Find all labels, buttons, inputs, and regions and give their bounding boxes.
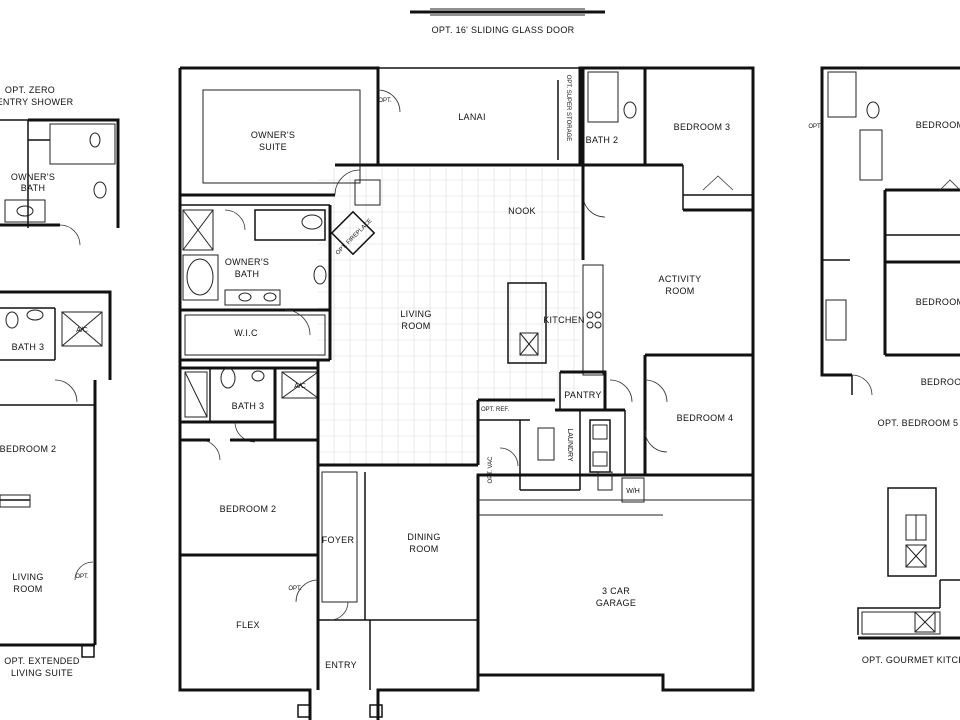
entry-label: ENTRY bbox=[325, 660, 357, 670]
opt-super-storage-label: OPT. SUPER STORAGE bbox=[565, 75, 571, 142]
bedroom3-label: BEDROOM 3 bbox=[674, 122, 731, 132]
opt-extended-living-suite bbox=[0, 290, 112, 658]
owners-bath-label-1: OWNER'S bbox=[225, 257, 269, 267]
bedroom4-label: BEDROOM 4 bbox=[677, 413, 734, 423]
opt-ref-label: OPT. REF. bbox=[481, 407, 509, 413]
right-bedroom-label-c: BEDROOM bbox=[921, 377, 960, 387]
dining-room-label-1: DINING bbox=[407, 532, 440, 542]
right-bedroom-label-a: BEDROOM bbox=[916, 120, 960, 130]
foyer-label: FOYER bbox=[322, 535, 355, 545]
left-owners-bath-label-2: BATH bbox=[21, 183, 46, 193]
opt-sliding-door-detail bbox=[410, 8, 605, 16]
lanai-label: LANAI bbox=[458, 112, 486, 122]
opt-bedroom5 bbox=[820, 66, 960, 396]
owners-suite-label-1: OWNER'S bbox=[251, 130, 295, 140]
ac-label: A/C bbox=[294, 383, 306, 390]
opt-zero-entry-shower bbox=[0, 118, 120, 246]
left-living-label-1: LIVING bbox=[12, 572, 43, 582]
left-bath3-label: BATH 3 bbox=[12, 342, 45, 352]
wh-label: W/H bbox=[626, 488, 640, 495]
owners-opt-label: OPT. bbox=[378, 98, 392, 104]
gourmet-kitchen-label: OPT. GOURMET KITCHEN bbox=[862, 655, 960, 665]
living-room-label-2: ROOM bbox=[401, 321, 430, 331]
opt-gourmet-kitchen bbox=[857, 487, 960, 640]
left-opt-label: OPT. bbox=[75, 574, 89, 580]
activity-room-label-1: ACTIVITY bbox=[659, 274, 702, 284]
right-bedroom-label-b: BEDROOM bbox=[916, 297, 960, 307]
pantry-label: PANTRY bbox=[564, 390, 601, 400]
garage-label-1: 3 CAR bbox=[602, 586, 630, 596]
tile-grid bbox=[318, 168, 580, 465]
zero-entry-label-2: ENTRY SHOWER bbox=[0, 97, 74, 107]
owners-suite-label-2: SUITE bbox=[259, 142, 287, 152]
ext-suite-label-2: LIVING SUITE bbox=[11, 668, 73, 678]
zero-entry-label-1: OPT. ZERO bbox=[5, 85, 55, 95]
right-opt-label: OPT. bbox=[808, 124, 822, 130]
sliding-door-label: OPT. 16' SLIDING GLASS DOOR bbox=[432, 25, 575, 35]
laundry-label: LAUNDRY bbox=[566, 428, 573, 462]
main-plan bbox=[178, 66, 755, 720]
living-room-label-1: LIVING bbox=[400, 309, 431, 319]
kitchen-label: KITCHEN bbox=[543, 315, 585, 325]
left-ac-label: A/C bbox=[76, 327, 88, 334]
nook-label: NOOK bbox=[508, 206, 536, 216]
flex-opt-label: OPT. bbox=[288, 586, 302, 592]
bath2-label: BATH 2 bbox=[586, 135, 619, 145]
opt-vac-label: OPT. VAC bbox=[488, 456, 494, 484]
left-bedroom2-label: BEDROOM 2 bbox=[0, 444, 56, 454]
dining-room-label-2: ROOM bbox=[409, 544, 438, 554]
bedroom2-label: BEDROOM 2 bbox=[220, 504, 277, 514]
flex-label: FLEX bbox=[236, 620, 260, 630]
activity-room-label-2: ROOM bbox=[665, 286, 694, 296]
wic-label: W.I.C bbox=[234, 328, 258, 338]
left-owners-bath-label-1: OWNER'S bbox=[11, 172, 55, 182]
ext-suite-label-1: OPT. EXTENDED bbox=[4, 656, 80, 666]
left-living-label-2: ROOM bbox=[13, 584, 42, 594]
owners-bath-label-2: BATH bbox=[235, 269, 260, 279]
bath3-label: BATH 3 bbox=[232, 401, 265, 411]
garage-label-2: GARAGE bbox=[596, 598, 636, 608]
opt-bedroom5-label: OPT. BEDROOM 5 bbox=[878, 418, 959, 428]
